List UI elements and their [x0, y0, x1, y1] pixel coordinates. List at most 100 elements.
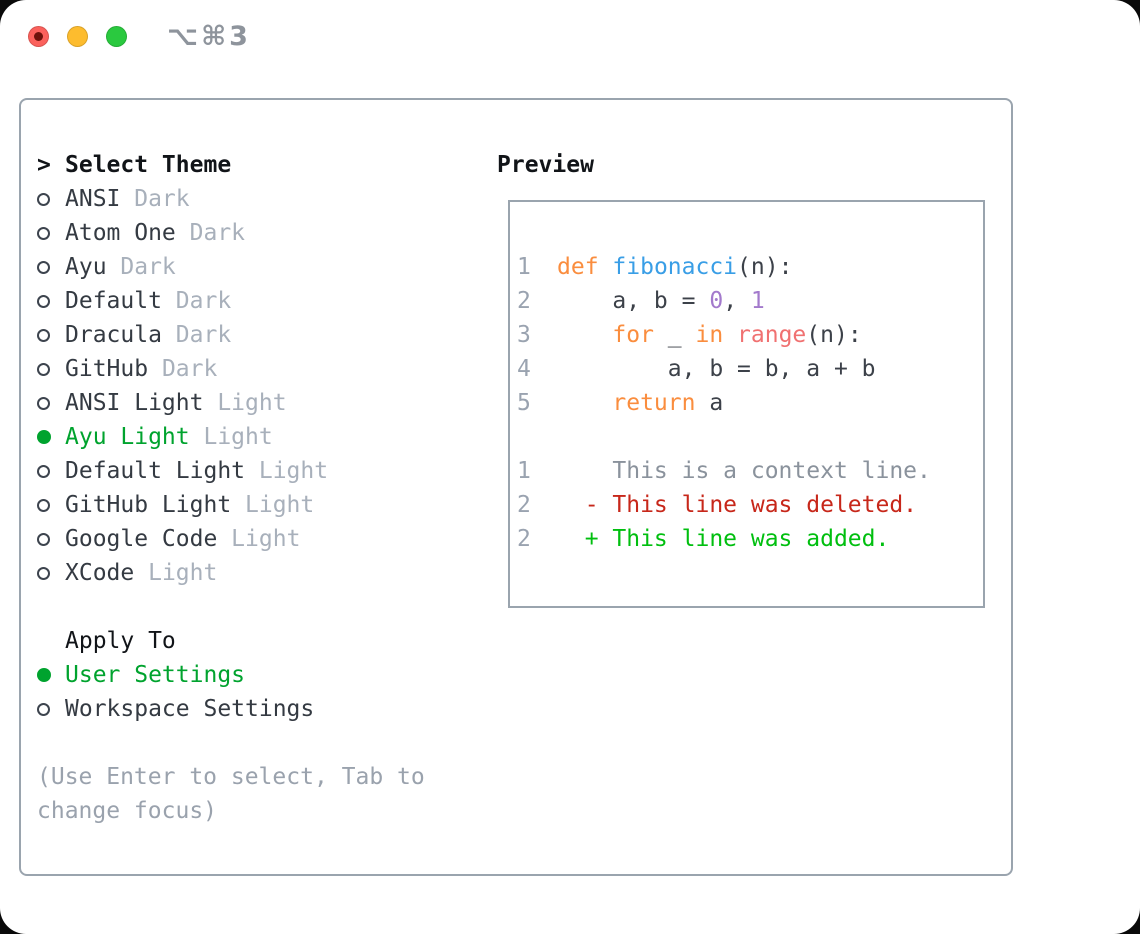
theme-option[interactable]: XCode Light [37, 556, 477, 590]
radio-dot [37, 566, 50, 580]
help-text-2: change focus) [37, 798, 218, 824]
theme-option[interactable]: GitHub Dark [37, 352, 477, 386]
radio-icon [37, 464, 65, 478]
radio-dot [37, 328, 50, 342]
apply-option[interactable]: Workspace Settings [37, 692, 477, 726]
option-variant-tag: Light [231, 492, 315, 518]
theme-option[interactable]: Ayu Light Light [37, 420, 477, 454]
radio-dot [37, 498, 50, 512]
option-variant-tag: Dark [175, 220, 246, 246]
option-variant-tag: Light [217, 526, 301, 552]
theme-option[interactable]: ANSI Light Light [37, 386, 477, 420]
option-variant-tag: Dark [148, 356, 218, 382]
option-label: User Settings [65, 662, 246, 688]
radio-icon [37, 566, 65, 580]
code-token-plain: a, b = b, a + b [557, 356, 876, 382]
radio-icon [37, 396, 65, 410]
code-token-deleted: - This line was deleted. [557, 492, 918, 518]
radio-dot [37, 226, 50, 240]
code-line: 3 for _ in range(n): [517, 318, 979, 352]
option-variant-tag: Dark [161, 322, 232, 348]
option-label: Default Light [65, 458, 246, 484]
code-token-plain: a, b = [557, 288, 710, 314]
radio-icon [37, 498, 65, 512]
code-line [517, 420, 979, 454]
theme-option[interactable]: Default Light Light [37, 454, 477, 488]
option-label: Dracula [65, 322, 162, 348]
line-number: 2 [517, 288, 531, 314]
option-label: Default [65, 288, 162, 314]
titlebar: ⌥⌘3 [0, 0, 1140, 70]
code-line: 2 a, b = 0, 1 [517, 284, 979, 318]
code-token-plain: , [723, 288, 751, 314]
radio-selected-icon [37, 430, 65, 444]
code-token-added: + This line was added. [557, 526, 890, 552]
radio-dot [37, 702, 50, 716]
code-line: 2 + This line was added. [517, 522, 979, 556]
radio-icon [37, 260, 65, 274]
apply-to-header: Apply To [37, 624, 477, 658]
code-token-keyword: for [612, 322, 654, 348]
code-token-number: 1 [750, 288, 765, 314]
focus-caret-icon: > [37, 152, 51, 178]
theme-option[interactable]: Dracula Dark [37, 318, 477, 352]
code-token-plain: (n): [806, 322, 862, 348]
code-token-keyword: return [612, 390, 696, 416]
radio-dot [37, 362, 50, 376]
minimize-button[interactable] [67, 26, 88, 47]
radio-icon [37, 226, 65, 240]
theme-option[interactable]: Default Dark [37, 284, 477, 318]
option-variant-tag: Light [189, 424, 273, 450]
code-token-plain [723, 322, 737, 348]
radio-dot [37, 464, 50, 478]
radio-dot [37, 430, 51, 444]
option-label: GitHub Light [65, 492, 232, 518]
option-variant-tag: Dark [161, 288, 232, 314]
theme-option[interactable]: Atom One Dark [37, 216, 477, 250]
radio-icon [37, 362, 65, 376]
window-title: ⌥⌘3 [167, 21, 251, 52]
code-token-keyword: in [695, 322, 724, 348]
radio-icon [37, 702, 65, 716]
code-token-plain: _ [653, 322, 696, 348]
option-variant-tag: Light [203, 390, 287, 416]
option-label: Workspace Settings [65, 696, 315, 722]
option-label: ANSI [65, 186, 121, 212]
code-token-plain [599, 254, 613, 280]
apply-option[interactable]: User Settings [37, 658, 477, 692]
spacer-row [37, 726, 477, 760]
option-label: ANSI Light [65, 390, 204, 416]
option-label: Google Code [65, 526, 218, 552]
radio-icon [37, 328, 65, 342]
option-label: Atom One [65, 220, 176, 246]
option-label: Ayu [65, 254, 107, 280]
code-token-number: 0 [709, 288, 724, 314]
radio-dot [37, 260, 50, 274]
select-theme-title: Select Theme [65, 152, 232, 178]
help-text-line: (Use Enter to select, Tab to [37, 760, 477, 794]
close-button[interactable] [28, 26, 49, 47]
preview-title: Preview [497, 152, 594, 178]
option-label: GitHub [65, 356, 149, 382]
code-line: 5 return a [517, 386, 979, 420]
theme-option[interactable]: Ayu Dark [37, 250, 477, 284]
line-number: 1 [517, 254, 531, 280]
theme-option[interactable]: ANSI Dark [37, 182, 477, 216]
theme-option[interactable]: GitHub Light Light [37, 488, 477, 522]
theme-option[interactable]: Google Code Light [37, 522, 477, 556]
radio-dot [37, 192, 50, 206]
code-line: 4 a, b = b, a + b [517, 352, 979, 386]
radio-icon [37, 192, 65, 206]
line-number: 3 [517, 322, 531, 348]
radio-dot [37, 532, 50, 546]
zoom-button[interactable] [106, 26, 127, 47]
line-number: 2 [517, 526, 531, 552]
radio-dot [37, 668, 51, 682]
